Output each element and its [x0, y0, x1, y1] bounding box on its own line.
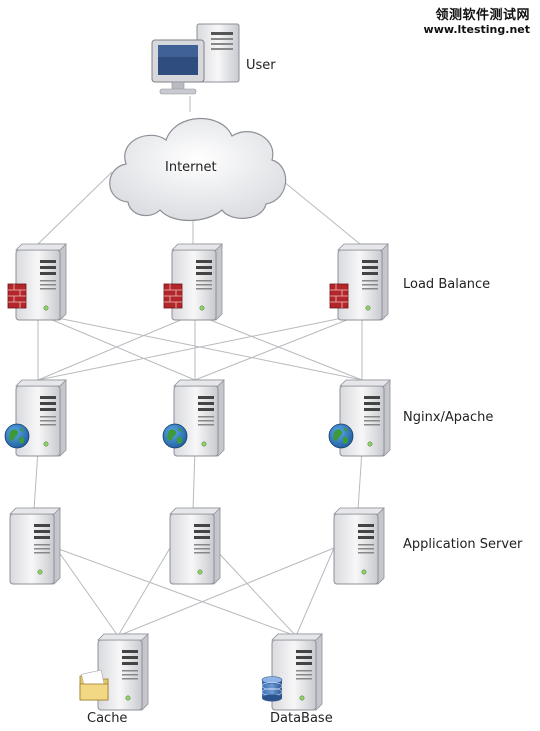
user-computer-icon [151, 23, 240, 95]
connection-lines [33, 96, 363, 637]
database-icon [261, 676, 283, 702]
cache-label: Cache [87, 711, 128, 726]
application-server-3 [333, 507, 385, 585]
load-balancer-server-1 [7, 243, 67, 321]
watermark: 领测软件测试网 www.ltesting.net [424, 4, 530, 36]
database-label: DataBase [270, 711, 333, 726]
internet-label: Internet [165, 160, 217, 175]
globe-icon [328, 423, 354, 449]
internet-lb1-line [37, 171, 113, 245]
application-server-2 [169, 507, 221, 585]
web-server-1 [4, 379, 67, 457]
folder-icon [79, 669, 109, 701]
globe-icon [162, 423, 188, 449]
web-server-2 [162, 379, 225, 457]
application-server-1 [9, 507, 61, 585]
firewall-icon [163, 283, 183, 309]
internet-lb3-line [271, 171, 361, 245]
web-server-3 [328, 379, 391, 457]
watermark-url: www.ltesting.net [423, 23, 530, 36]
cache-server [79, 633, 149, 711]
application-server-label: Application Server [403, 537, 523, 552]
nginx-apache-label: Nginx/Apache [403, 410, 494, 425]
database-server [261, 633, 323, 711]
user-label: User [246, 58, 276, 73]
load-balancer-server-3 [329, 243, 389, 321]
firewall-icon [329, 283, 349, 309]
internet-cloud-icon [109, 117, 287, 221]
firewall-icon [7, 283, 27, 309]
load-balancer-server-2 [163, 243, 223, 321]
load-balance-label: Load Balance [403, 277, 491, 292]
watermark-title: 领测软件测试网 [435, 8, 530, 23]
globe-icon [4, 423, 30, 449]
